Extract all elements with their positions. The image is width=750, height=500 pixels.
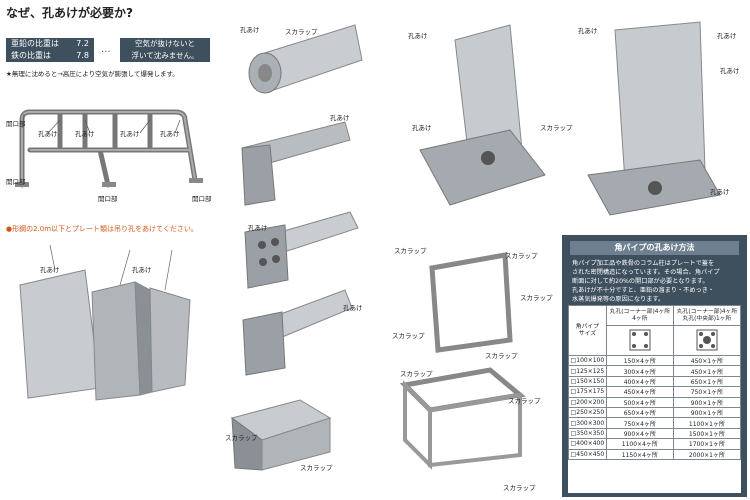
col-size-header: 角パイプサイズ <box>568 305 607 356</box>
label-scallop-8: スカラップ <box>392 332 425 340</box>
zinc-gravity-value: 7.2 <box>76 39 89 48</box>
table-cell: □150×150 <box>568 375 607 388</box>
table-cell: 450×4ヶ所 <box>605 386 674 398</box>
iron-gravity-value: 7.8 <box>76 51 89 60</box>
hole-method-panel: 角パイプの孔あけ方法 角パイプ加工品や鉄骨のコラム柱はプレートで蓋を された密閉… <box>562 235 747 497</box>
iron-gravity-label: 鉄の比重は <box>11 51 51 60</box>
label-opening-4: 開口部 <box>192 195 212 203</box>
table-cell: □100×100 <box>568 354 607 367</box>
table-cell: 450×1ヶ所 <box>672 365 742 377</box>
table-cell: □400×400 <box>568 438 607 450</box>
panel-desc-line: 孔あけが不十分ですと、亜鉛の溜まり・不めっき・ <box>572 287 715 294</box>
table-cell: 900×1ヶ所 <box>672 406 742 419</box>
float-note-line-1: 空気が抜けないと <box>135 39 195 48</box>
label-scallop-7: スカラップ <box>520 294 553 302</box>
table-cell: 900×4ヶ所 <box>605 427 674 440</box>
table-cell: 650×1ヶ所 <box>672 375 742 388</box>
panel-desc-line: 水蒸気爆発等の原因になります。 <box>572 296 665 303</box>
table-cell: 150×4ヶ所 <box>605 354 674 367</box>
label-scallop-4: スカラップ <box>540 124 573 132</box>
label-scallop-3: スカラップ <box>300 464 333 472</box>
label-hole-11: 孔あけ <box>408 32 428 40</box>
table-cell: □450×450 <box>568 448 607 460</box>
label-scallop-2: スカラップ <box>225 434 258 442</box>
label-opening-2: 開口部 <box>6 178 26 186</box>
label-hole-14: 孔あけ <box>717 32 737 40</box>
table-cell: □175×175 <box>568 386 607 398</box>
label-hole-8: 孔あけ <box>330 114 350 122</box>
label-hole-6: 孔あけ <box>132 266 152 274</box>
panel-description: 角パイプ加工品や鉄骨のコラム柱はプレートで蓋を された密閉構造になっています。そ… <box>572 259 737 304</box>
float-note-line-2: 浮いて沈みません。 <box>131 51 199 60</box>
panel-desc-line: された密閉構造になっています。その場合、角パイプ <box>572 269 720 276</box>
explosion-warning: ★無理に沈めると→高圧により空気が膨張して爆発します。 <box>6 70 179 78</box>
table-cell: 900×1ヶ所 <box>672 396 742 408</box>
table-cell: 450×1ヶ所 <box>672 354 742 367</box>
panel-desc-line: 断面に対して約20%の開口部が必要となります。 <box>572 278 709 285</box>
label-hole-16: 孔あけ <box>710 188 730 196</box>
label-hole-4: 孔あけ <box>160 130 180 138</box>
label-hole-13: 孔あけ <box>578 27 598 35</box>
table-cell: 1150×4ヶ所 <box>605 448 674 460</box>
page-title: なぜ、孔あけが必要か? <box>6 6 133 20</box>
table-cell: 750×4ヶ所 <box>605 417 674 429</box>
label-opening-3: 開口部 <box>98 195 118 203</box>
label-hole-9: 孔あけ <box>248 224 268 232</box>
label-hole-7: 孔あけ <box>240 26 260 34</box>
label-scallop-9: スカラップ <box>485 352 518 360</box>
table-cell: □125×125 <box>568 365 607 377</box>
table-cell: 500×4ヶ所 <box>605 396 674 408</box>
label-hole-2: 孔あけ <box>75 130 95 138</box>
table-cell: □200×200 <box>568 396 607 408</box>
label-hole-15: 孔あけ <box>720 67 740 75</box>
table-cell: □250×250 <box>568 406 607 419</box>
label-hole-12: 孔あけ <box>412 124 432 132</box>
table-cell: 1700×1ヶ所 <box>672 438 742 450</box>
label-opening-1: 開口部 <box>6 120 26 128</box>
table-cell: 1500×1ヶ所 <box>672 427 742 440</box>
col-center-header: 丸孔(コーナー部)4ヶ所丸孔(中央部)1ヶ所 <box>672 305 742 326</box>
label-hole-1: 孔あけ <box>38 130 58 138</box>
table-cell: 1100×1ヶ所 <box>672 417 742 429</box>
gravity-box: 亜鉛の比重は 7.2 鉄の比重は 7.8 <box>6 38 94 62</box>
ellipsis-text: ... <box>101 44 111 55</box>
table-cell: 1100×4ヶ所 <box>605 438 674 450</box>
label-hole-10: 孔あけ <box>343 304 363 312</box>
label-scallop-1: スカラップ <box>285 28 318 36</box>
table-cell: □350×350 <box>568 427 607 440</box>
table-cell: 2000×1ヶ所 <box>672 448 742 460</box>
label-scallop-12: スカラップ <box>503 484 536 492</box>
table-cell: 300×4ヶ所 <box>605 365 674 377</box>
table-cell: 400×4ヶ所 <box>605 375 674 388</box>
label-hole-5: 孔あけ <box>40 266 60 274</box>
float-note-box: 空気が抜けないと 浮いて沈みません。 <box>120 38 210 62</box>
table-cell: 750×1ヶ所 <box>672 386 742 398</box>
table-cell: 650×4ヶ所 <box>605 406 674 419</box>
label-scallop-6: スカラップ <box>505 252 538 260</box>
zinc-gravity-label: 亜鉛の比重は <box>11 39 59 48</box>
corner-hole-diagram <box>605 325 674 356</box>
label-scallop-10: スカラップ <box>400 370 433 378</box>
panel-desc-line: 角パイプ加工品や鉄骨のコラム柱はプレートで蓋を <box>572 260 715 267</box>
label-hole-3: 孔あけ <box>120 130 140 138</box>
label-scallop-5: スカラップ <box>394 247 427 255</box>
label-scallop-11: スカラップ <box>508 397 541 405</box>
panel-title: 角パイプの孔あけ方法 <box>570 241 739 255</box>
table-cell: □300×300 <box>568 417 607 429</box>
center-hole-diagram <box>672 325 742 356</box>
steel-hole-note: ●形鋼の2.0m以下とプレート類は吊り孔をあけてください。 <box>6 225 198 233</box>
